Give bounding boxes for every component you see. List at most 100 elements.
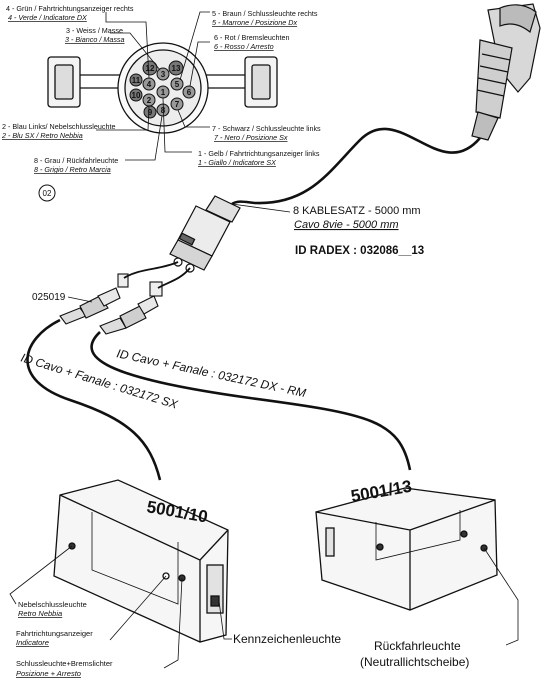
label-pin4-de: 4 - Grün / Fahrtrichtungsanzeiger rechts [6,4,134,13]
branch-right-collar [137,295,159,315]
leader-pin2 [96,105,150,131]
socket-right-tab-inner [251,64,271,100]
pin-num: 4 [147,80,152,89]
pin-num: 9 [148,108,153,117]
lamp-callouts: Nebelschlussleuchte Retro Nebbia Fahrtri… [16,600,469,678]
callout-kennzeichen: Kennzeichenleuchte [233,632,341,646]
figure-badge: 02 [38,184,56,202]
label-pin1-de: 1 - Gelb / Fahrtrichtungsanzeiger links [198,149,320,158]
leader-pin1 [162,97,192,153]
plug-rib [481,53,511,61]
pin-10 [129,88,143,102]
leader-pin8 [125,115,163,161]
leader-kennzeichen [218,600,232,640]
connector-code-leader [67,296,93,303]
junction-to-left-lead [123,261,179,279]
junction-latch [178,232,196,246]
branch-right-body [119,305,147,329]
pin-num: 7 [175,100,180,109]
plug-rib [479,65,509,73]
plug-cap [499,4,537,34]
pin-11 [129,73,143,87]
lamp-left-top-edge [199,529,229,561]
pin-num: 10 [132,91,141,100]
label-pin5-de: 5 - Braun / Schlussleuchte rechts [212,9,318,18]
pin-num: 3 [161,70,166,79]
branch-left-socket [117,273,129,288]
pin-leader-lines [96,11,210,161]
plug-strain-relief [471,111,499,141]
label-pin7-it: 7 - Nero / Posizione Sx [214,133,288,142]
plug-rib [476,89,505,97]
pin-num: 5 [175,80,180,89]
leader-fahrt [109,575,167,641]
callout-rueck-2: (Neutrallichtscheibe) [360,655,469,669]
lamp-right-dot [460,530,468,538]
lamp-left-plate-lens [210,595,220,607]
label-pin1-it: 1 - Giallo / Indicatore SX [198,158,277,167]
label-pin8-it: 8 - Grigio / Retro Marcia [34,165,111,174]
leader-pin7 [177,109,210,128]
badge-number: 02 [43,189,52,198]
cable-spec-leader [231,203,291,213]
label-pin7-de: 7 - Schwarz / Schlussleuchte links [212,124,321,133]
leader-pin6 [189,41,210,87]
junction-connector [169,195,241,273]
branch-connector-right [99,281,163,335]
cable-spec-line1: 8 KABLESATZ - 5000 mm [293,205,421,217]
label-pin4-it: 4 - Verde / Indicatore DX [8,13,88,22]
lamp-right-dot [376,543,384,551]
label-pin6-de: 6 - Rot / Bremsleuchten [214,33,290,42]
pin-7 [170,97,184,111]
pin-num: 1 [161,88,166,97]
pin-num: 2 [147,96,152,105]
lamp-right-top-edge [409,499,496,531]
lamp-callout-leaders [9,545,519,669]
branch-connector-left [59,273,129,325]
trailer-plug [471,3,541,141]
callout-schluss-it: Posizione + Arresto [16,669,81,678]
callout-fahrt-it: Indicatore [16,638,49,647]
pin-9 [143,105,157,119]
socket-pins: 12 13 3 4 5 11 6 10 2 1 9 8 7 [129,60,196,119]
leader-pin5 [179,11,210,81]
pin-num: 11 [132,76,141,85]
lamp-right-lens-area [375,510,461,561]
leader-schluss [163,577,183,669]
callout-nebel-de: Nebelschlussleuchte [18,600,87,609]
pin-12 [142,60,158,76]
pin-num: 12 [146,64,155,73]
pin-13 [168,60,184,76]
label-pin3-it: 3 - Bianco / Massa [65,35,125,44]
junction-rear [205,195,241,223]
leader-rueck [483,547,519,646]
plug-rib [477,77,507,85]
label-pin6-it: 6 - Rosso / Arresto [214,42,274,51]
cable-spec: 8 KABLESATZ - 5000 mm Cavo 8vie - 5000 m… [231,203,424,257]
branch-left-collar [97,287,121,307]
pin-num: 6 [187,88,192,97]
cable-to-left-lamp [26,318,162,481]
lamp-left [53,479,229,643]
leader-nebel [9,545,73,605]
pin-3 [156,67,170,81]
pin-5 [170,77,184,91]
junction-to-right-lead [157,267,191,289]
plug-body [475,39,513,119]
lamp-left-lens-area [91,512,179,605]
junction-front [169,239,213,271]
label-pin3-de: 3 - Weiss / Masse [66,26,123,35]
pin-6 [182,85,196,99]
label-pin8-de: 8 - Grau / Rückfahrleuchte [34,156,118,165]
lamp-right-side-panel [325,527,335,557]
cable-to-right-lamp [90,331,412,471]
badge-circle [38,184,56,202]
pin-num: 13 [172,64,181,73]
lamp-right-housing [315,487,498,611]
label-pin5-it: 5 - Marrone / Posizione Dx [212,18,297,27]
lamp-right [315,487,498,611]
lamp-left-housing [53,479,229,643]
socket-left-tab-inner [54,64,74,100]
callout-rueck-1: Rückfahrleuchte [374,639,461,653]
leader-pin4 [105,12,150,79]
